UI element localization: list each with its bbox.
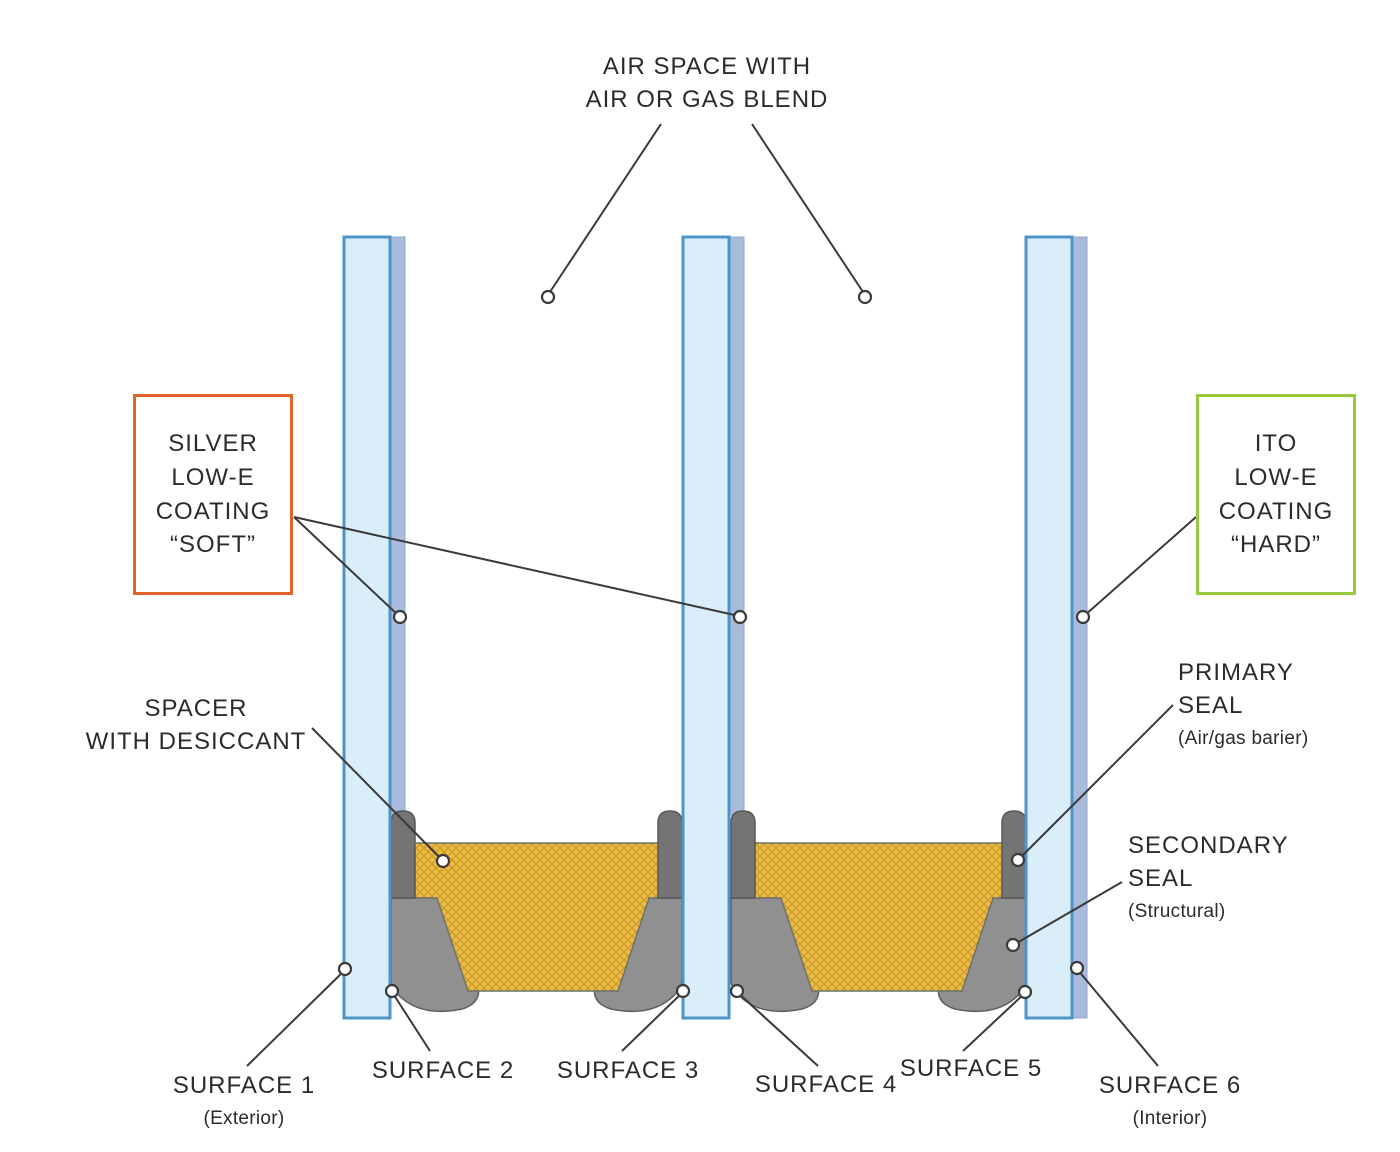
surface-4-name: SURFACE 4	[754, 1071, 898, 1098]
primary-seal-sub: (Air/gas barier)	[1178, 728, 1309, 750]
surface-6-name: SURFACE 6	[1098, 1072, 1242, 1099]
surface-2-name: SURFACE 2	[371, 1057, 515, 1084]
ito-coating-line3: COATING	[1218, 497, 1334, 525]
silver-lowe-coating-box: SILVER LOW-E COATING “SOFT”	[133, 394, 293, 595]
line-air-space-right	[751, 123, 866, 296]
lowe-coating-surface4	[728, 236, 745, 816]
node-silver-coating-1	[392, 609, 408, 625]
silver-coating-line2: LOW-E	[171, 463, 255, 491]
node-air-space-right	[857, 289, 873, 305]
spacer-line1: SPACER	[144, 695, 248, 722]
surface-5-name: SURFACE 5	[899, 1055, 1043, 1082]
surface-6-label: SURFACE 6 (Interior)	[1099, 1069, 1241, 1132]
secondary-seal-line1: SECONDARY	[1128, 832, 1289, 859]
node-surface-1	[337, 961, 353, 977]
glass-pane-2	[681, 235, 731, 1020]
surface-6-sub: (Interior)	[1132, 1108, 1208, 1130]
surface-1-sub: (Exterior)	[203, 1108, 285, 1130]
line-surface-5	[962, 992, 1026, 1052]
primary-seal-label: PRIMARY SEAL (Air/gas barier)	[1178, 656, 1308, 752]
node-spacer	[435, 853, 451, 869]
primary-seal-line1: PRIMARY	[1178, 659, 1294, 686]
surface-3-label: SURFACE 3	[557, 1054, 699, 1087]
lowe-coating-surface6	[1071, 236, 1088, 1019]
silver-coating-line4: “SOFT”	[170, 531, 256, 559]
node-secondary-seal	[1005, 937, 1021, 953]
surface-3-name: SURFACE 3	[556, 1057, 700, 1084]
node-surface-5	[1017, 984, 1033, 1000]
surface-5-label: SURFACE 5	[900, 1052, 1042, 1085]
primary-seal-left-gap-left	[390, 810, 416, 899]
line-silver-coating-2	[293, 516, 740, 617]
glass-pane-3	[1024, 235, 1074, 1020]
node-ito-coating	[1075, 609, 1091, 625]
line-air-space-left	[547, 123, 662, 296]
air-space-line2: AIR OR GAS BLEND	[585, 86, 829, 114]
node-surface-2	[384, 983, 400, 999]
node-air-space-left	[540, 289, 556, 305]
surface-4-label: SURFACE 4	[755, 1068, 897, 1101]
line-primary-seal	[1018, 704, 1174, 860]
line-silver-coating-1	[293, 516, 400, 617]
silver-coating-line1: SILVER	[168, 430, 258, 458]
callout-nodes	[337, 289, 1091, 1000]
ito-coating-line1: ITO	[1254, 430, 1298, 458]
ito-coating-line4: “HARD”	[1231, 531, 1321, 559]
air-space-label: AIR SPACE WITH AIR OR GAS BLEND	[586, 50, 829, 116]
line-secondary-seal	[1014, 881, 1123, 945]
primary-seal-left-gap-right	[657, 810, 683, 899]
node-silver-coating-2	[732, 609, 748, 625]
surface-2-label: SURFACE 2	[372, 1054, 514, 1087]
line-surface-4	[736, 991, 819, 1067]
surface-1-label: SURFACE 1 (Exterior)	[173, 1069, 315, 1132]
secondary-seal-label: SECONDARY SEAL (Structural)	[1128, 829, 1289, 925]
line-ito-coating	[1083, 516, 1197, 617]
node-primary-seal	[1010, 852, 1026, 868]
callout-lines	[246, 123, 1197, 1067]
line-surface-6	[1076, 968, 1159, 1067]
ito-coating-line2: LOW-E	[1234, 463, 1318, 491]
glass-pane-1	[342, 235, 392, 1020]
node-surface-3	[675, 983, 691, 999]
line-surface-3	[621, 991, 684, 1052]
line-surface-2	[391, 991, 431, 1052]
ito-lowe-coating-box: ITO LOW-E COATING “HARD”	[1196, 394, 1356, 595]
primary-seal-right-gap-left	[730, 810, 756, 899]
node-surface-4	[729, 983, 745, 999]
secondary-seal-line2: SEAL	[1128, 865, 1194, 893]
air-space-line1: AIR SPACE WITH	[602, 53, 812, 80]
primary-seal-line2: SEAL	[1178, 692, 1244, 720]
lowe-coating-surface2	[389, 236, 406, 816]
line-spacer	[311, 727, 443, 861]
secondary-seal-sub: (Structural)	[1128, 901, 1226, 923]
line-surface-1	[246, 969, 346, 1067]
spacer-line2: WITH DESICCANT	[85, 728, 307, 756]
surface-1-name: SURFACE 1	[172, 1072, 316, 1099]
node-surface-6	[1069, 960, 1085, 976]
silver-coating-line3: COATING	[155, 497, 271, 525]
spacer-label: SPACER WITH DESICCANT	[86, 692, 307, 758]
